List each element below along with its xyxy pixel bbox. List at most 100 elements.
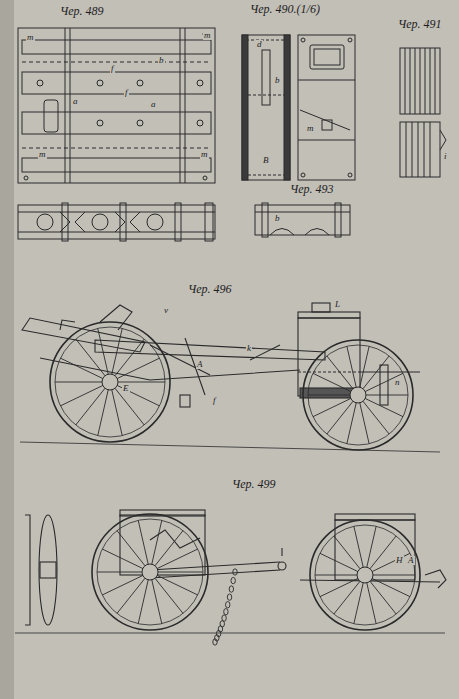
chain-link (233, 569, 237, 575)
wheel-spoke (308, 395, 350, 396)
wheel-spoke (112, 390, 122, 436)
wheel-spoke (347, 403, 356, 444)
wheel-spoke (367, 526, 376, 567)
beam-492 (18, 203, 215, 241)
drag-chain (213, 569, 237, 645)
wheel-spoke (313, 398, 351, 416)
wheel-spoke (97, 572, 142, 573)
wheel-spoke (117, 531, 145, 566)
figure-caption: Чер. 490.(1/6) (250, 3, 320, 15)
wheel-spoke (76, 339, 105, 376)
figure-caption: Чер. 493 (290, 183, 334, 195)
wheel-spoke (367, 583, 376, 624)
callout-letter: b (274, 214, 281, 223)
wheel-spoke (373, 575, 415, 576)
wheel-felloe (97, 519, 203, 625)
figure-caption: Чер. 489 (60, 5, 104, 17)
figure-caption: Чер. 491 (398, 18, 442, 30)
wheel-hub (350, 387, 366, 403)
wheel-spoke (347, 346, 356, 387)
callout-letter: m (306, 124, 315, 133)
chain-link (231, 577, 235, 583)
wheel-spoke (157, 575, 198, 595)
wheel-spoke (117, 358, 159, 378)
figure-caption: Чер. 499 (232, 478, 276, 490)
chain-link (227, 594, 231, 600)
wheel-hub (142, 564, 158, 580)
callout-letter: b (158, 56, 165, 65)
wheel-spoke (138, 520, 148, 564)
wheel-spokes (50, 322, 420, 630)
wheel-spoke (354, 583, 363, 624)
wheel-spoke (118, 382, 165, 383)
callout-letter: m (26, 33, 35, 42)
chain-link (229, 586, 233, 592)
wheel-spoke (370, 581, 396, 614)
wheel-hub (102, 374, 118, 390)
wheel-spoke (372, 553, 410, 571)
wheel-spoke (320, 578, 358, 596)
wheel-spoke (157, 549, 198, 569)
wheel-spoke (60, 358, 102, 378)
wheel-spoke (158, 572, 203, 573)
wheel-spoke (98, 390, 108, 436)
wheel-spoke (327, 356, 353, 389)
wheel-spoke (363, 356, 389, 389)
wheel-spoke (354, 526, 363, 567)
wheel-rim (92, 514, 208, 630)
wheel-felloe (55, 327, 165, 437)
callout-letter: E (122, 384, 130, 393)
callout-letter: f (212, 396, 217, 405)
wheel-spoke (117, 578, 145, 613)
wheel-spoke (360, 403, 369, 444)
wheel-spoke (98, 328, 108, 374)
wheel-hub (357, 567, 373, 583)
callout-letter: m (200, 150, 209, 159)
wheel-rim (310, 520, 420, 630)
figure-490 (242, 35, 355, 180)
wheel-spoke (152, 520, 162, 564)
wheel-spoke (363, 401, 389, 434)
wheel-spoke (334, 536, 360, 569)
wheel-spoke (76, 388, 105, 425)
callout-letter: A (196, 360, 204, 369)
callout-letter: f (124, 88, 129, 97)
wheel-spoke (115, 388, 144, 425)
wheel-spoke (60, 385, 102, 405)
wheel-spoke (115, 339, 144, 376)
figure-caption: Чер. 496 (188, 283, 232, 295)
callout-letter: m (38, 150, 47, 159)
wheel-spoke (102, 549, 143, 569)
wheel-spoke (313, 373, 351, 391)
chain-link (226, 602, 230, 608)
callout-letter: n (394, 378, 401, 387)
wheel-spoke (315, 575, 357, 576)
callout-letter: v (163, 306, 169, 315)
figure-489 (18, 28, 215, 183)
wheel-spoke (360, 346, 369, 387)
callout-letter: a (150, 100, 157, 109)
wheel-spoke (370, 536, 396, 569)
figure-493 (255, 203, 350, 237)
wheel-spoke (155, 531, 183, 566)
callout-letter: A (407, 556, 415, 565)
callout-letter: i (443, 152, 448, 161)
wheel-felloe (315, 525, 415, 625)
wheel-spoke (155, 578, 183, 613)
wheel-spoke (366, 395, 408, 396)
wheel-spoke (365, 398, 403, 416)
wheel-spoke (152, 580, 162, 624)
wheel-spoke (102, 575, 143, 595)
callout-letter: d (256, 40, 263, 49)
page-shadow (0, 0, 14, 699)
callout-letter: a (72, 97, 79, 106)
wheel-rim (50, 322, 170, 442)
callout-letter: H (395, 556, 404, 565)
wheel-felloe (308, 345, 408, 445)
wheel-spoke (365, 373, 403, 391)
callout-letter: f (110, 64, 115, 73)
wheel-rim (303, 340, 413, 450)
wheel-spoke (334, 581, 360, 614)
wheel-spoke (112, 328, 122, 374)
